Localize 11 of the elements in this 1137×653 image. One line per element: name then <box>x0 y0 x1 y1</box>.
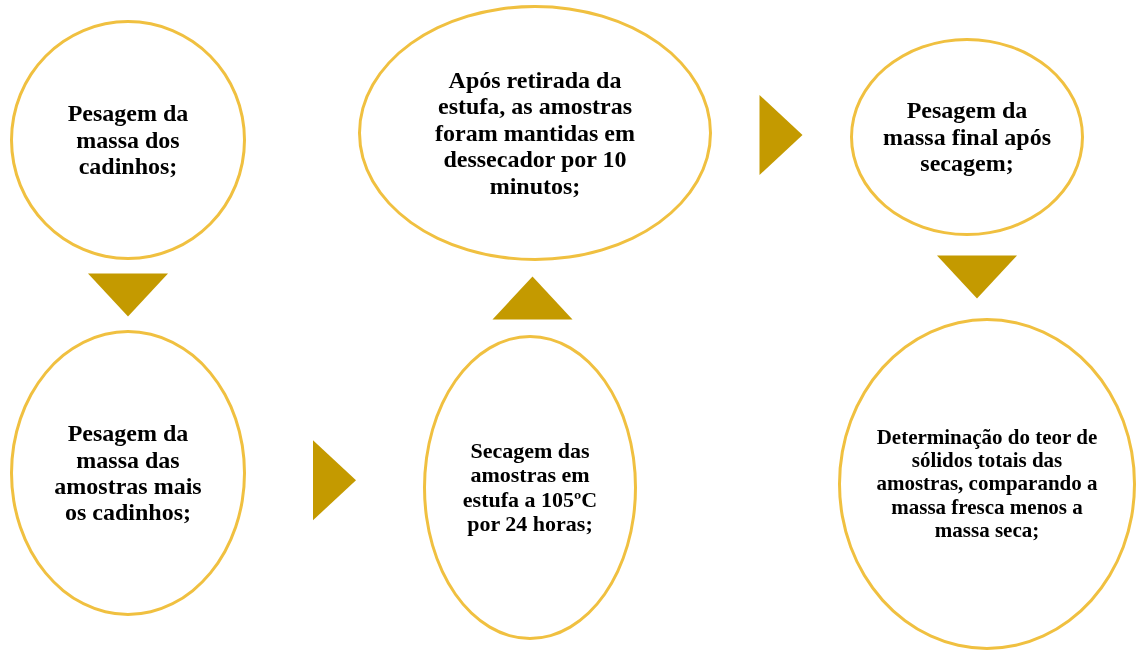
arrow <box>937 255 1017 299</box>
arrow <box>492 276 573 320</box>
arrow <box>88 273 168 317</box>
step-text: Pesagem da massa dos cadinhos; <box>66 100 190 180</box>
step-text: Após retirada da estufa, as amostras foram mantidas em dessecador por 10 minutos; <box>434 67 636 199</box>
arrow <box>313 440 356 521</box>
step-text: Secagem das amostras em estufa a 105ºC por 24 horas; <box>461 439 599 536</box>
step-text: Pesagem da massa final após secagem; <box>881 97 1052 177</box>
step-text: Pesagem da massa das amostras mais os cadinhos; <box>53 420 203 526</box>
step-text: Determinação do teor de sólidos totais das amostras, comparando a massa fresca menos a massa seca; <box>875 426 1099 542</box>
arrow <box>759 95 803 175</box>
